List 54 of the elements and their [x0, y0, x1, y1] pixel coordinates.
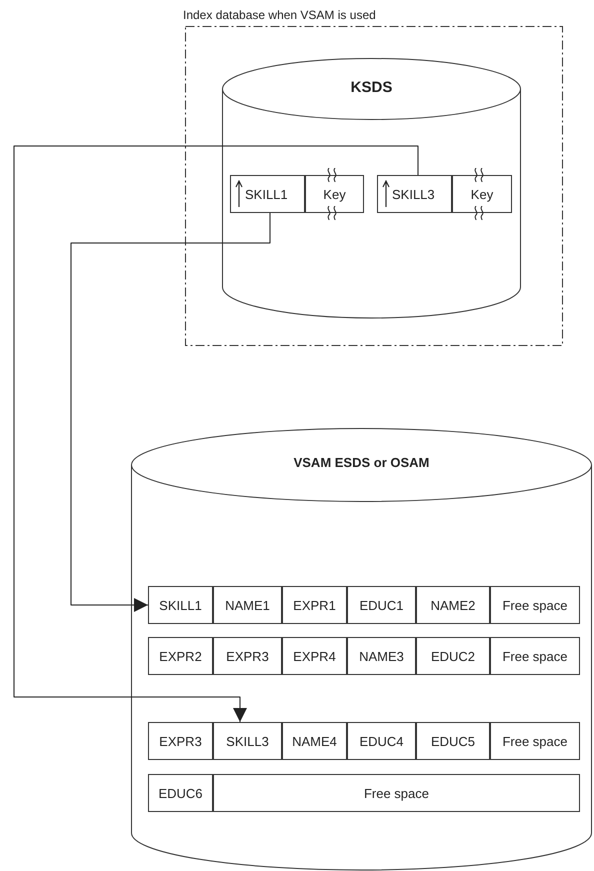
segment-field [490, 722, 580, 760]
segment-field [282, 722, 347, 760]
segment-field [148, 722, 213, 760]
segment-label: Free space [502, 648, 568, 664]
segment-field [490, 637, 580, 675]
pointer-label: SKILL3 [392, 186, 435, 202]
segment-label: Free space [502, 598, 568, 612]
database-title: KSDS [350, 79, 394, 96]
segment-field [490, 586, 580, 624]
segment-field [416, 586, 490, 624]
segment-label: EDUC6 [158, 786, 203, 800]
segment-field [416, 637, 490, 675]
segment-label: EDUC2 [430, 648, 476, 664]
pointer-arrow [14, 146, 418, 722]
segment-field [148, 637, 213, 675]
segment-field [213, 586, 282, 624]
segment-label: EDUC1 [359, 598, 404, 612]
segment-label: NAME3 [359, 648, 404, 664]
boundary-heading: Index database when VSAM is used [183, 8, 376, 22]
segment-label: EXPR3 [159, 734, 202, 748]
segment-label: EDUC5 [430, 734, 476, 748]
pointer-label: SKILL1 [245, 186, 288, 202]
segment-label: Free space [502, 734, 568, 748]
segment-label: EXPR1 [293, 598, 336, 612]
segment-field [213, 774, 580, 812]
segment-field [282, 586, 347, 624]
database-cylinder [131, 428, 592, 870]
database-title: VSAM ESDS or OSAM [292, 455, 430, 470]
segment-label: SKILL1 [159, 598, 202, 612]
segment-label: EXPR4 [293, 648, 336, 664]
segment-field [213, 637, 282, 675]
segment-field [282, 637, 347, 675]
segment-field [347, 722, 416, 760]
segment-field [148, 586, 213, 624]
segment-field [213, 722, 282, 760]
segment-label: SKILL3 [226, 734, 269, 748]
segment-label: NAME1 [225, 598, 270, 612]
segment-label: EXPR2 [159, 648, 202, 664]
segment-label: EXPR3 [226, 648, 269, 664]
segment-field [416, 722, 490, 760]
pointer-arrow [70, 212, 270, 612]
index-database-boundary [185, 8, 563, 346]
segment-label: NAME2 [430, 598, 476, 612]
segment-label: Free space [364, 786, 430, 800]
segment-label: EDUC4 [359, 734, 404, 748]
segment-field [347, 637, 416, 675]
segment-field [148, 774, 213, 812]
segment-field [347, 586, 416, 624]
key-label: Key [470, 186, 494, 202]
database-cylinder [222, 58, 521, 318]
key-label: Key [323, 186, 346, 202]
segment-label: NAME4 [292, 734, 337, 748]
pointer-field [377, 175, 452, 213]
pointer-field [230, 175, 305, 213]
